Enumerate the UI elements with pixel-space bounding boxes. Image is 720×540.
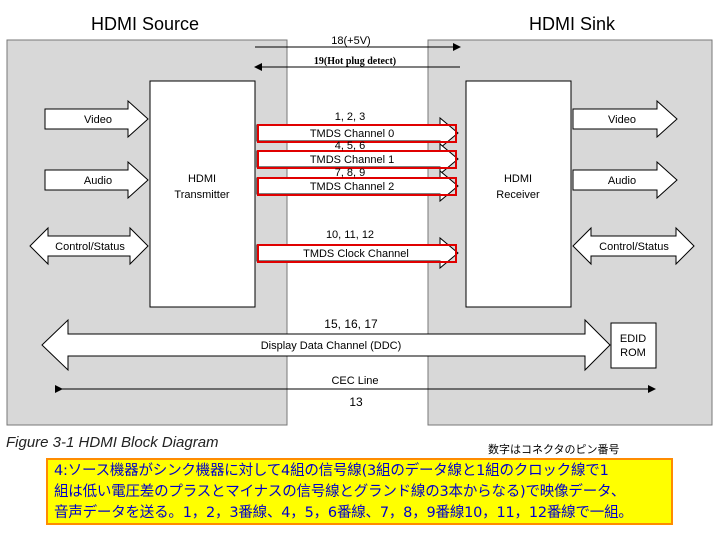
ch0-pins: 1, 2, 3 — [335, 111, 366, 123]
source-control-arrow — [29, 226, 149, 266]
receiver-block — [465, 80, 572, 308]
source-audio-label: Audio — [84, 175, 112, 187]
cec-label: CEC Line — [331, 375, 378, 387]
cec-pin: 13 — [349, 395, 363, 409]
sink-audio-label: Audio — [608, 175, 636, 187]
transmitter-label-2: Transmitter — [174, 189, 230, 201]
ddc-arrow — [41, 318, 611, 372]
sink-video-arrow — [572, 99, 678, 139]
figure-caption: Figure 3-1 HDMI Block Diagram — [6, 434, 219, 451]
source-video-arrow — [44, 99, 149, 139]
ch2-label: TMDS Channel 2 — [310, 181, 394, 193]
note-line: 4:ソース機器がシンク機器に対して4組の信号線(3組のデータ線と1組のクロック線… — [54, 463, 609, 479]
edid-rom-block — [610, 322, 657, 369]
pin18-label: 18(+5V) — [331, 35, 370, 47]
tmds-ch0-highlight — [257, 124, 457, 143]
explanation-note: 4:ソース機器がシンク機器に対して4組の信号線(3組のデータ線と1組のクロック線… — [46, 458, 673, 525]
ch1-label: TMDS Channel 1 — [310, 154, 394, 166]
ddc-label: Display Data Channel (DDC) — [261, 340, 402, 352]
sink-title: HDMI Sink — [529, 14, 616, 34]
tmds-ch1-highlight — [257, 150, 457, 169]
receiver-label-2: Receiver — [496, 189, 540, 201]
transmitter-block — [149, 80, 256, 308]
pin-number-note: 数字はコネクタのピン番号 — [488, 443, 620, 456]
clock-pins: 10, 11, 12 — [326, 229, 374, 241]
sink-control-label: Control/Status — [599, 241, 669, 253]
edid-label-2: ROM — [620, 347, 646, 359]
tmds-clock-highlight — [257, 244, 457, 263]
edid-label-1: EDID — [620, 333, 646, 345]
ch2-pins: 7, 8, 9 — [335, 167, 366, 179]
sink-video-label: Video — [608, 114, 636, 126]
transmitter-label-1: HDMI — [188, 173, 216, 185]
source-audio-arrow — [44, 160, 149, 200]
sink-control-arrow — [572, 226, 695, 266]
source-video-label: Video — [84, 114, 112, 126]
pin19-label: 19(Hot plug detect) — [314, 56, 396, 67]
note-line: 組は低い電圧差のプラスとマイナスの信号線とグランド線の3本からなる)で映像データ… — [54, 484, 626, 500]
ddc-pins: 15, 16, 17 — [324, 317, 378, 331]
sink-audio-arrow — [572, 160, 678, 200]
tmds-ch2-highlight — [257, 177, 457, 196]
source-title: HDMI Source — [91, 14, 199, 34]
note-line: 音声データを送る。1，2，3番線、4，5，6番線、7，8，9番線10，11，12… — [54, 505, 633, 521]
ch0-label: TMDS Channel 0 — [310, 128, 394, 140]
ch1-pins: 4, 5, 6 — [335, 140, 366, 152]
receiver-label-1: HDMI — [504, 173, 532, 185]
source-control-label: Control/Status — [55, 241, 125, 253]
clock-label: TMDS Clock Channel — [303, 248, 409, 260]
